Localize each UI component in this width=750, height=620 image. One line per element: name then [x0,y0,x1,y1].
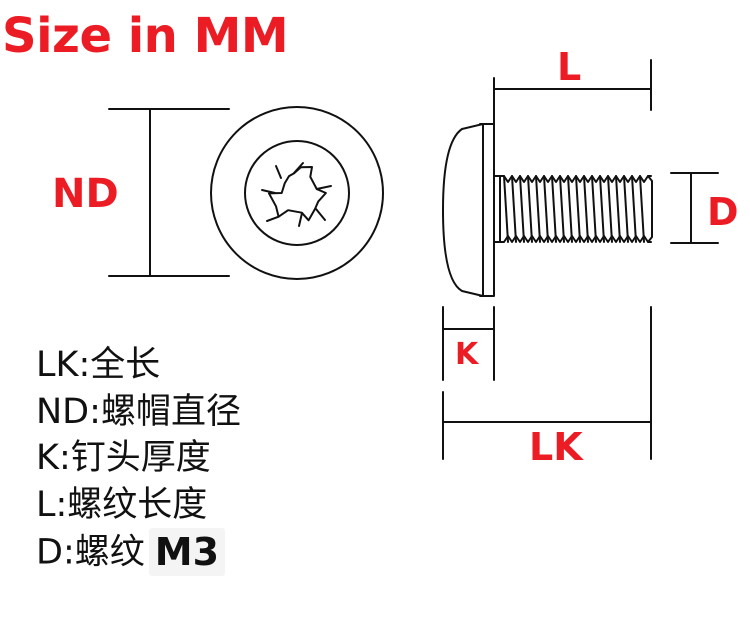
legend-separator: : [78,345,91,385]
page-title: Size in MM [2,8,289,64]
legend-description: 螺纹长度 [67,484,208,525]
legend-row-lk: LK:全长 [36,342,241,389]
legend-row-nd: ND:螺帽直径 [36,389,241,436]
legend-separator: : [62,532,75,573]
l-dimension-lines [493,59,652,125]
legend-description: 螺纹 [74,532,145,573]
legend-code: LK [36,345,79,385]
legend-separator: : [89,391,101,432]
lk-dimension-lines [442,306,652,460]
legend-code: ND [36,391,90,432]
legend-row-l: L:螺纹长度 [36,482,241,529]
legend-description: 全长 [90,345,161,385]
lk-label: LK [529,425,583,469]
d-dimension-lines [670,172,719,244]
k-dimension-lines [442,306,495,381]
d-label: D [707,190,739,234]
legend-row-k: K:钉头厚度 [36,435,241,482]
nd-label: ND [52,171,119,217]
legend-code: D [36,532,63,573]
k-label: K [455,337,479,372]
nd-dimension-lines [108,108,230,277]
torx-screw-head-icon [210,106,384,280]
l-label: L [557,45,582,89]
legend-separator: : [55,484,68,525]
thread-size-badge: M3 [148,528,226,576]
legend-description: 钉头厚度 [70,438,211,478]
legend-separator: : [58,438,71,478]
legend-code: K [36,438,59,478]
legend-code: L [36,484,56,525]
button-head-screw-icon [442,123,653,297]
legend-description: 螺帽直径 [100,391,241,432]
